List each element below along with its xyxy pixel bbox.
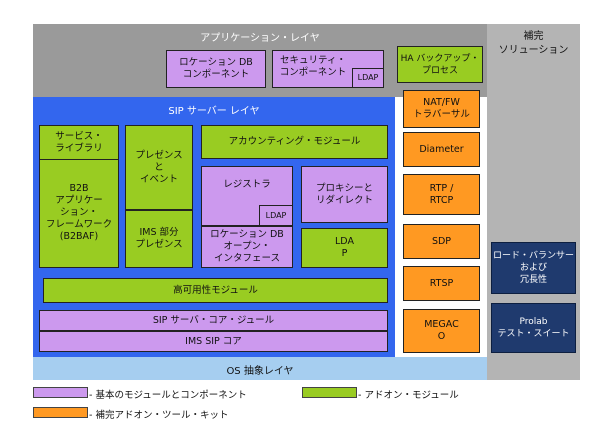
service-library: サービス・ ライブラリ: [39, 125, 119, 160]
security-ldap-component: LDAP: [352, 68, 384, 88]
sdp: SDP: [403, 224, 480, 259]
os-layer-title: OS 抽象レイヤ: [226, 366, 294, 377]
legend-toolkit-swatch: [33, 407, 88, 418]
sip-server-core-module: SIP サーバ・コア・ジュール: [39, 310, 388, 331]
supplemental-title: 補完 ソリューション: [498, 31, 569, 56]
proxy-and-redirect: プロキシーと リダイレクト: [301, 166, 388, 223]
nat-fw-traversal: NAT/FW トラバーサル: [403, 90, 480, 128]
prolab-test-suite: Prolab テスト・スイート: [491, 303, 576, 353]
presence-and-event: プレゼンス と イベント: [125, 125, 193, 210]
os-layer: [33, 357, 487, 380]
rtp-rtcp: RTP / RTCP: [403, 174, 480, 215]
load-balancer-redundancy: ロード・バランサー および 冗長性: [491, 242, 576, 294]
ims-partial-presence: IMS 部分 プレゼンス: [125, 210, 193, 268]
legend-addon-swatch: [302, 387, 357, 398]
ha-backup-process: HA バックアップ・ プロセス: [397, 46, 483, 83]
legend-toolkit-label: - 補完アドオン・ツール・キット: [89, 410, 229, 421]
lda-p: LDA P: [301, 228, 388, 268]
registrar-ldap: LDAP: [259, 205, 293, 226]
legend-base-label: - 基本のモジュールとコンポーネント: [89, 390, 247, 401]
megaco: MEGAC O: [403, 309, 480, 353]
rtsp: RTSP: [403, 266, 480, 301]
accounting-module: アカウンティング・モジュール: [201, 125, 388, 159]
legend-base-swatch: [33, 387, 88, 398]
application-layer-title: アプリケーション・レイヤ: [200, 33, 320, 44]
sip-server-layer-title: SIP サーバー レイヤ: [168, 106, 260, 117]
ims-sip-core: IMS SIP コア: [39, 331, 388, 352]
location-db-open-interface: ロケーション DB オープン・ インタフェース: [201, 226, 293, 268]
high-availability-module: 高可用性モジュール: [43, 278, 388, 303]
location-db-component: ロケーション DB コンポーネント: [166, 50, 266, 88]
diameter: Diameter: [403, 132, 480, 167]
legend-addon-label: - アドオン・モジュール: [358, 390, 459, 401]
